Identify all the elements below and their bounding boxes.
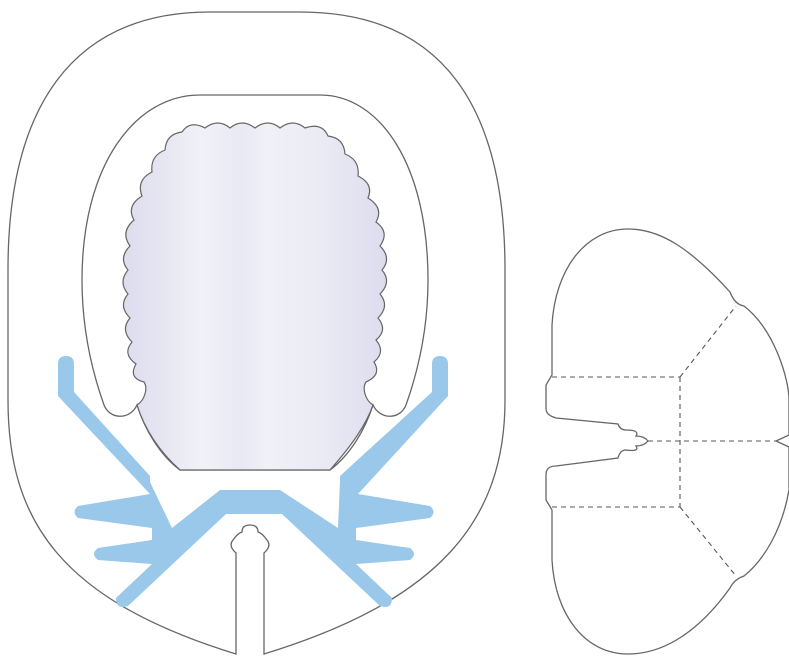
transparent-film-window [123, 123, 387, 470]
